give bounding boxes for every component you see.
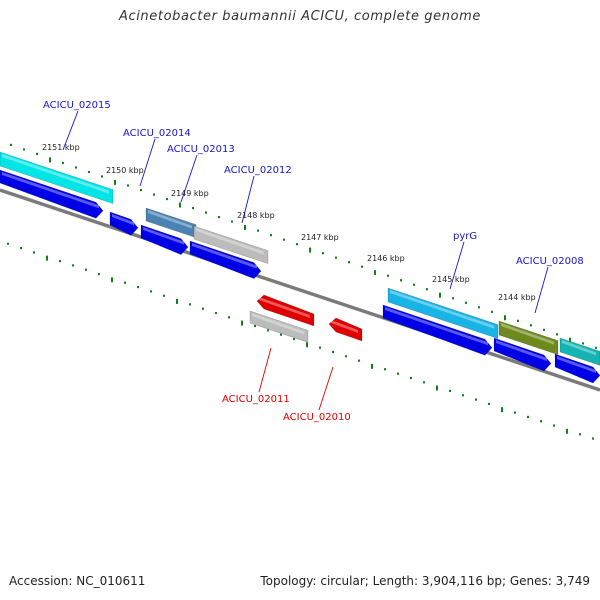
leader-line bbox=[258, 347, 272, 393]
scale-label: 2144 kbp bbox=[498, 293, 536, 302]
gene-label[interactable]: pyrG bbox=[453, 231, 477, 242]
gene-label[interactable]: ACICU_02011 bbox=[222, 394, 290, 405]
feature-blocks bbox=[0, 151, 600, 384]
gene-block-gray[interactable] bbox=[193, 225, 269, 265]
map-title: Acinetobacter baumannii ACICU, complete … bbox=[118, 9, 482, 24]
gene-block-sky[interactable] bbox=[387, 287, 499, 340]
tick-marks bbox=[7, 143, 597, 440]
leader-line bbox=[139, 138, 156, 187]
feature-highlight bbox=[557, 356, 596, 373]
feature-highlight bbox=[390, 290, 494, 329]
gene-label[interactable]: ACICU_02013 bbox=[167, 144, 235, 155]
scale-labels: 2151 kbp 2150 kbp 2149 kbp 2148 kbp 2147… bbox=[42, 143, 536, 302]
feature-highlight bbox=[501, 323, 554, 345]
leader-line bbox=[318, 366, 334, 411]
leader-line bbox=[62, 110, 79, 151]
gene-block-olive[interactable] bbox=[498, 320, 559, 356]
leader-line bbox=[180, 154, 198, 203]
gene-label[interactable]: ACICU_02012 bbox=[224, 165, 292, 176]
scale-label: 2146 kbp bbox=[367, 254, 405, 263]
gene-block-red[interactable] bbox=[256, 294, 315, 327]
cds-arrow[interactable] bbox=[0, 169, 104, 219]
scale-label: 2150 kbp bbox=[106, 166, 144, 175]
feature-highlight bbox=[148, 210, 192, 229]
gene-block-teal[interactable] bbox=[559, 337, 600, 366]
cds-arrow[interactable] bbox=[140, 224, 189, 256]
feature-highlight bbox=[192, 243, 257, 269]
scale-label: 2145 kbp bbox=[432, 275, 470, 284]
scale-label: 2151 kbp bbox=[42, 143, 80, 152]
accession-text: Accession: NC_010611 bbox=[9, 574, 146, 588]
feature-highlight bbox=[143, 227, 184, 245]
feature-highlight bbox=[252, 313, 304, 335]
cds-arrow[interactable] bbox=[189, 240, 262, 279]
feature-highlight bbox=[385, 307, 488, 346]
cds-arrow[interactable] bbox=[493, 337, 552, 372]
gene-label[interactable]: ACICU_02015 bbox=[43, 100, 111, 111]
label-leader-lines bbox=[62, 110, 549, 411]
feature-highlight bbox=[112, 214, 134, 226]
scale-label: 2148 kbp bbox=[237, 211, 275, 220]
gene-block-red[interactable] bbox=[328, 317, 363, 342]
cds-arrow[interactable] bbox=[109, 211, 139, 236]
gene-block-cyan[interactable] bbox=[0, 151, 114, 205]
feature-highlight bbox=[196, 228, 264, 255]
gene-label[interactable]: ACICU_02008 bbox=[516, 256, 584, 267]
gene-label[interactable]: ACICU_02014 bbox=[123, 128, 191, 139]
scale-label: 2149 kbp bbox=[171, 189, 209, 198]
feature-highlight bbox=[331, 320, 358, 333]
leader-line bbox=[449, 241, 465, 290]
leader-line bbox=[241, 175, 255, 224]
feature-highlight bbox=[562, 340, 596, 356]
leader-line bbox=[534, 266, 549, 314]
gene-label[interactable]: ACICU_02010 bbox=[283, 412, 351, 423]
genome-summary: Topology: circular; Length: 3,904,116 bp… bbox=[260, 574, 590, 588]
feature-highlight bbox=[259, 297, 310, 318]
feature-highlight bbox=[496, 340, 547, 361]
cds-arrow[interactable] bbox=[554, 353, 600, 384]
feature-labels: ACICU_02015 ACICU_02014 ACICU_02013 ACIC… bbox=[43, 100, 584, 423]
scale-label: 2147 kbp bbox=[301, 233, 339, 242]
gene-block-gray[interactable] bbox=[249, 310, 309, 343]
cds-arrow[interactable] bbox=[382, 304, 493, 356]
genome-backbone bbox=[0, 188, 600, 392]
feature-highlight bbox=[2, 172, 99, 209]
feature-highlight bbox=[2, 154, 109, 194]
